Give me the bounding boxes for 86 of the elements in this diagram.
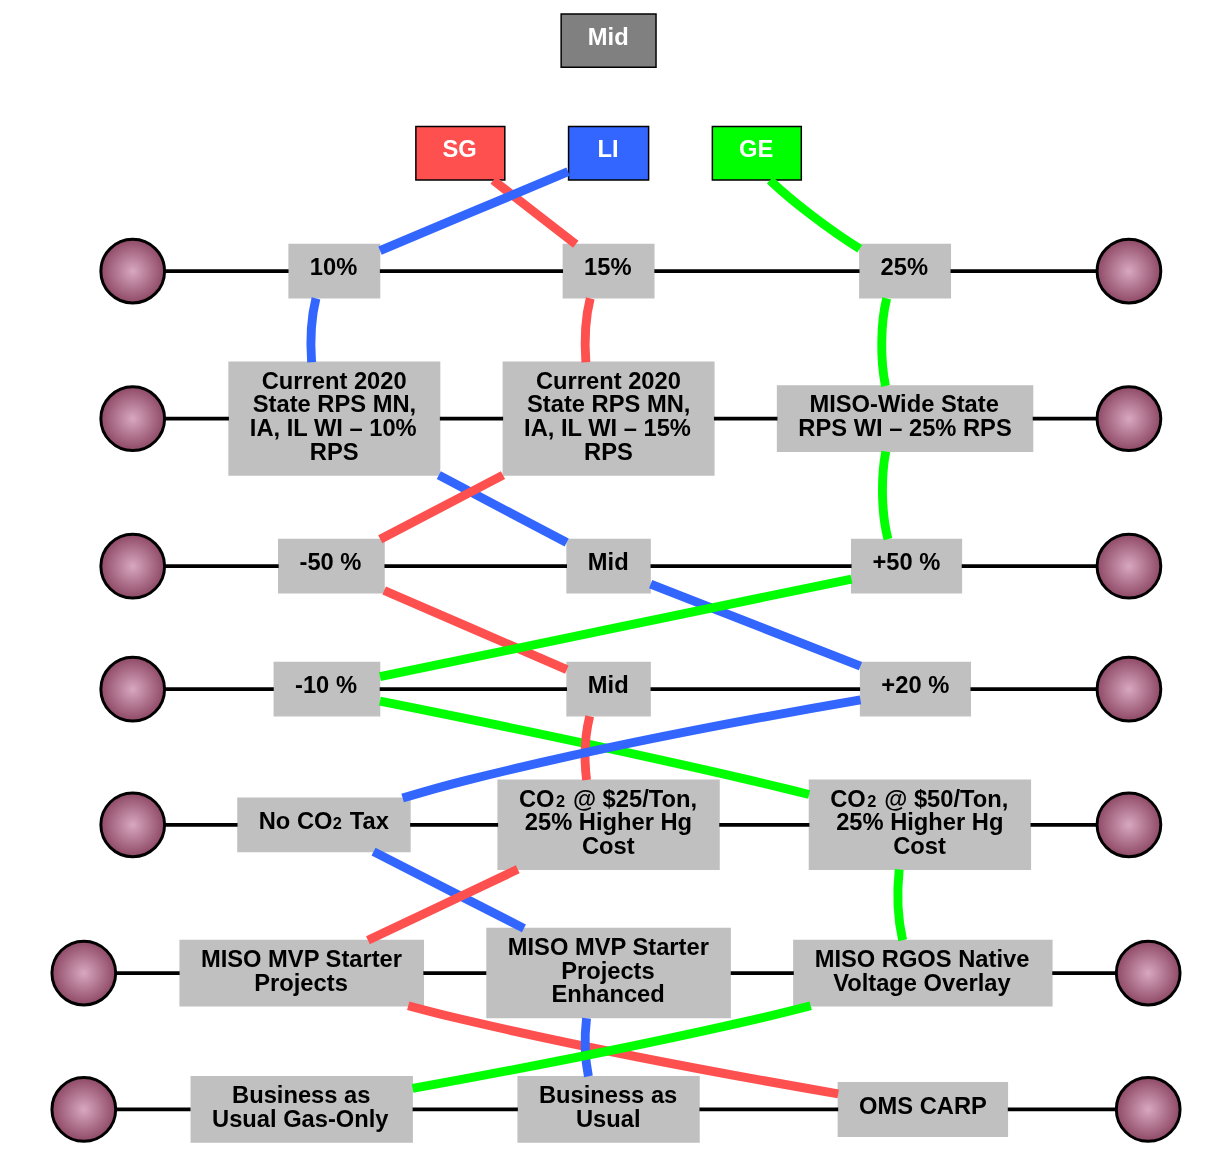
connector	[877, 297, 892, 387]
node-circle	[99, 791, 167, 859]
connector	[412, 1107, 518, 1112]
connector	[379, 269, 563, 273]
node-circle	[1114, 1076, 1182, 1143]
node-circle	[1095, 237, 1163, 305]
node-box: SG	[415, 125, 506, 181]
connector	[371, 847, 526, 933]
node-box: Current 2020 State RPS MN, IA, IL WI – 10% RPS	[228, 361, 441, 476]
node-circle	[1114, 939, 1182, 1007]
node-box: 10%	[288, 243, 381, 299]
connector	[378, 167, 570, 255]
connector	[970, 687, 1097, 692]
node-box: Business as Usual	[517, 1076, 700, 1143]
connector	[384, 564, 567, 568]
node-circle	[99, 532, 167, 600]
connector	[379, 696, 811, 799]
node-box: +50 %	[850, 538, 963, 594]
connector	[1052, 971, 1116, 975]
connector	[439, 416, 504, 421]
node-box: MISO-Wide State RPS WI – 25% RPS	[776, 385, 1034, 452]
node-circle	[99, 655, 167, 723]
node-circle	[99, 237, 167, 305]
node-box: Business as Usual Gas-Only	[190, 1076, 413, 1143]
connector	[378, 471, 506, 544]
node-box: OMS CARP	[837, 1082, 1009, 1137]
connector	[164, 269, 289, 273]
connector	[382, 586, 569, 674]
connector	[1007, 1107, 1116, 1112]
connector	[366, 865, 520, 945]
connector	[379, 574, 853, 682]
connector	[164, 416, 229, 421]
connector	[580, 715, 595, 781]
connector	[410, 822, 499, 827]
node-circle	[1095, 791, 1163, 859]
connector	[115, 971, 180, 975]
node-box: +20 %	[859, 661, 972, 717]
connector	[713, 416, 778, 421]
node-box: MISO MVP Starter Projects Enhanced	[486, 927, 731, 1019]
connector	[654, 269, 860, 273]
connector	[719, 822, 810, 827]
connector	[580, 297, 595, 363]
node-box: CO2 @ $50/Ton, 25% Higher Hg Cost	[808, 779, 1032, 871]
connector	[699, 1107, 839, 1112]
connector	[1032, 416, 1097, 421]
node-box: LI	[567, 125, 650, 181]
connector	[649, 579, 863, 671]
node-circle	[50, 939, 118, 1007]
connector	[580, 1017, 593, 1078]
node-box: -50 %	[278, 538, 385, 594]
node-circle	[99, 385, 167, 452]
node-box: 25%	[859, 243, 952, 299]
connector	[766, 177, 863, 253]
connector	[1030, 822, 1097, 827]
node-circle	[1095, 655, 1163, 723]
connector	[306, 297, 321, 363]
connector	[401, 695, 862, 803]
connector	[490, 176, 579, 248]
connector	[893, 869, 907, 942]
node-box: GE	[711, 125, 803, 181]
node-circle	[50, 1076, 118, 1143]
connector	[950, 269, 1097, 273]
connector	[650, 687, 861, 692]
node-box: CO2 @ $25/Ton, 25% Higher Hg Cost	[497, 779, 720, 871]
node-box: Mid	[560, 13, 657, 69]
connector	[436, 471, 569, 547]
node-box: Mid	[566, 661, 651, 717]
node-box: MISO RGOS Native Voltage Overlay	[793, 939, 1053, 1007]
connector	[164, 687, 274, 692]
node-circle	[1095, 385, 1163, 452]
connector	[423, 971, 487, 975]
connector	[164, 822, 238, 827]
node-box: 15%	[562, 243, 655, 299]
node-box: No CO2 Tax	[237, 797, 411, 853]
connector	[650, 564, 852, 568]
connector	[115, 1107, 191, 1112]
node-box: MISO MVP Starter Projects	[179, 939, 424, 1007]
connector	[164, 564, 279, 568]
connector	[379, 687, 567, 692]
connector	[730, 971, 794, 975]
node-circle	[1095, 532, 1163, 600]
node-box: Current 2020 State RPS MN, IA, IL WI – 15% RPS	[502, 361, 715, 476]
connector	[878, 450, 893, 541]
node-box: -10 %	[273, 661, 381, 717]
node-box: Mid	[566, 538, 651, 594]
connector	[961, 564, 1097, 568]
